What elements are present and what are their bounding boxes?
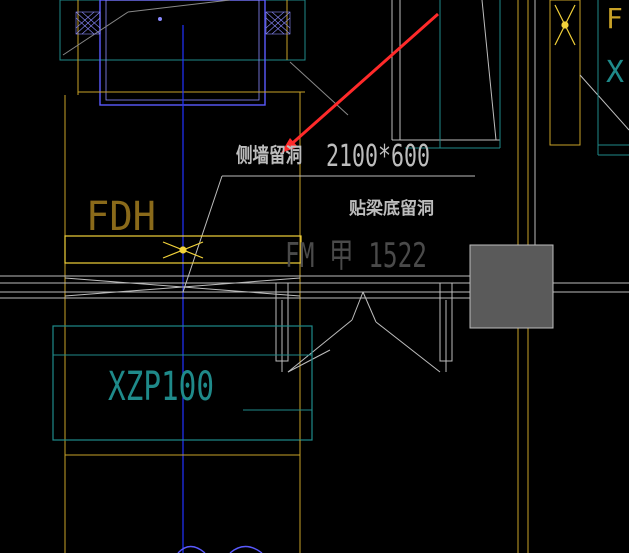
column-outline-right [549,0,581,146]
hydrant-box-tag: XZP100 [108,364,214,410]
top-frame-diag [62,11,129,56]
top-frame-diag2 [127,0,231,13]
horizontal-wall-band [0,275,629,299]
edge-letter-top: F [606,2,623,35]
right-structure-group: F X [391,0,629,245]
opening-outline [64,235,302,264]
door-tag: FM 甲 1522 [285,236,427,276]
hydrant-box-outline [52,325,313,441]
annotation-arrow [281,12,439,153]
bottom-partial-symbols [177,545,263,553]
leader-slant [182,175,223,293]
equipment-block [469,244,554,329]
valve-symbol-right [554,4,576,46]
hatch-block-left [75,11,101,35]
edge-letter-mid: X [606,55,624,90]
opening-valve-symbol [162,241,204,259]
top-frame-diag3 [289,61,349,116]
top-frame-group [59,0,349,116]
side-wall-opening-label: 侧墙留洞 [236,144,302,168]
hatch-block-right [265,11,291,35]
opening-size-label: 2100*600 [326,139,430,174]
door-frame-group [275,282,453,373]
top-frame-marker [158,17,162,21]
beam-bottom-opening-label: 贴梁底留洞 [349,198,434,219]
fdh-tag: FDH [86,194,156,240]
